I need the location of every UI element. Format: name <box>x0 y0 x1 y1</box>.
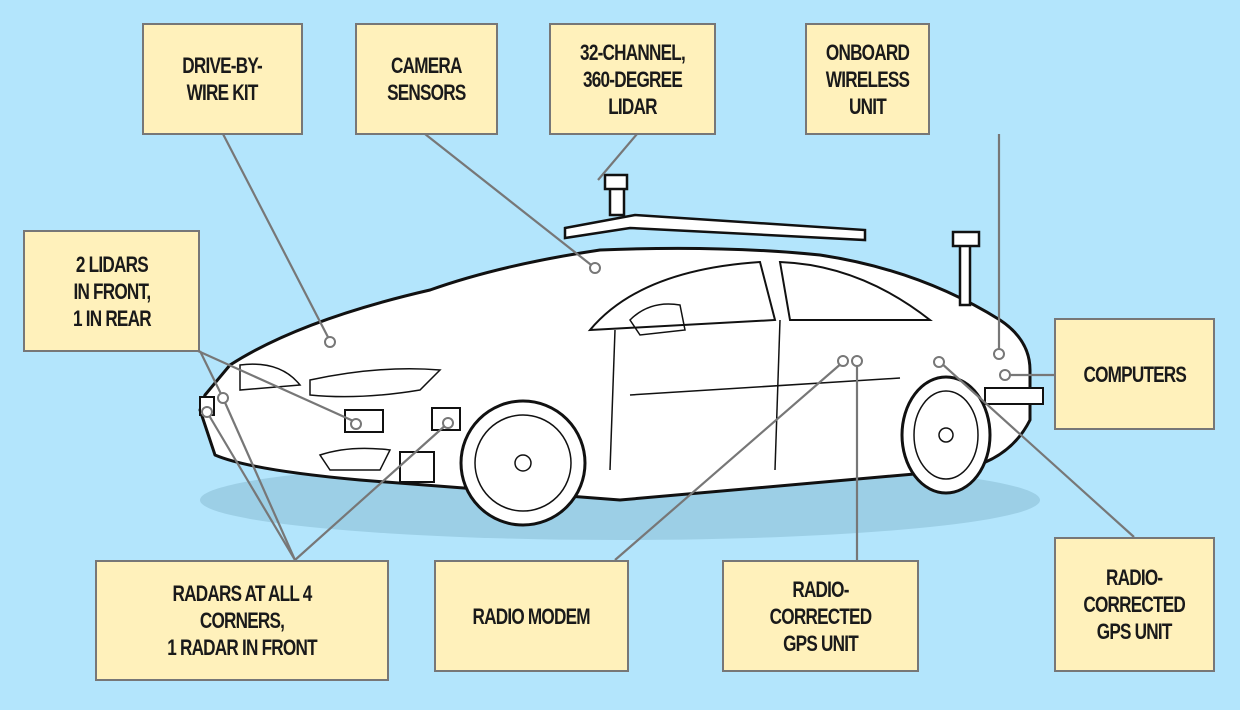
rear-wheel <box>900 375 992 495</box>
leader-lines <box>197 133 1135 562</box>
callout-text: CAMERA SENSORS <box>387 53 466 105</box>
callout-lidars-front-rear: 2 LIDARS IN FRONT, 1 IN REAR <box>23 230 200 352</box>
callout-text: RADIO-CORRECTED GPS UNIT <box>769 576 872 656</box>
car-details <box>239 303 901 471</box>
leader-lidar-360 <box>597 133 638 181</box>
callout-text: COMPUTERS <box>1083 361 1186 387</box>
front-wheel <box>459 399 587 527</box>
callout-drive-by-wire: DRIVE-BY- WIRE KIT <box>142 23 303 135</box>
callout-radio-modem: RADIO MODEM <box>434 560 629 672</box>
callout-radars: RADARS AT ALL 4 CORNERS, 1 RADAR IN FRON… <box>95 560 389 681</box>
callout-text: 32-CHANNEL, 360-DEGREE LIDAR <box>580 39 686 119</box>
leader-lidars <box>197 349 361 426</box>
callout-text: RADIO- CORRECTED GPS UNIT <box>1083 565 1186 644</box>
callout-computers: COMPUTERS <box>1054 318 1215 430</box>
car-windows <box>587 260 933 332</box>
roof-rack <box>563 173 867 242</box>
callout-text: ONBOARD WIRELESS UNIT <box>825 39 910 119</box>
callout-camera: CAMERA SENSORS <box>355 23 498 135</box>
callout-text: RADIO MODEM <box>472 603 591 629</box>
callout-text: DRIVE-BY- WIRE KIT <box>182 53 264 105</box>
callout-gps-1: RADIO-CORRECTED GPS UNIT <box>722 560 919 672</box>
leader-camera <box>424 133 596 269</box>
callout-text: 2 LIDARS IN FRONT, 1 IN REAR <box>72 251 152 331</box>
leader-gps-2 <box>939 361 1135 538</box>
anchor-dots <box>201 262 1011 430</box>
leader-radio-modem <box>614 361 844 561</box>
callout-gps-2: RADIO- CORRECTED GPS UNIT <box>1054 537 1215 672</box>
callout-lidar-360: 32-CHANNEL, 360-DEGREE LIDAR <box>549 23 716 135</box>
leader-drive-by-wire <box>222 133 331 342</box>
callout-text: RADARS AT ALL 4 CORNERS, 1 RADAR IN FRON… <box>167 581 317 660</box>
callout-wireless: ONBOARD WIRELESS UNIT <box>805 23 930 135</box>
rear-mast <box>951 230 981 307</box>
